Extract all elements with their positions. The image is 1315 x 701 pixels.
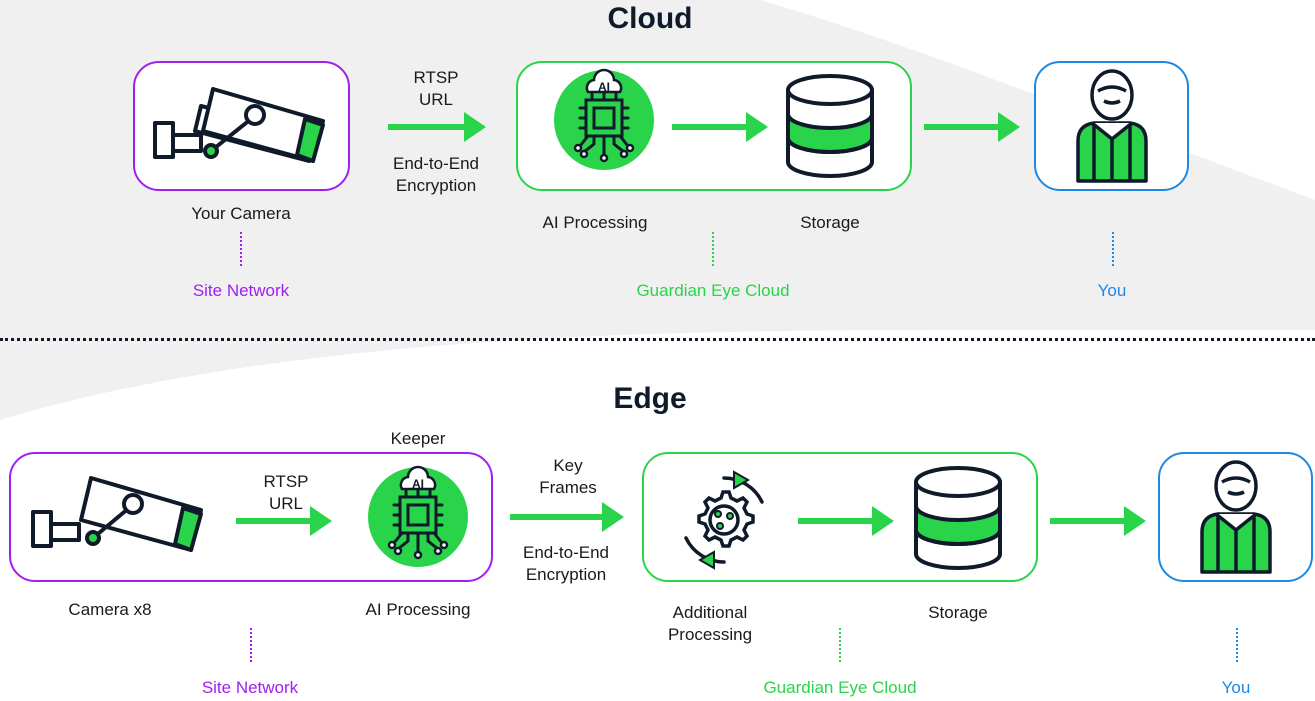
edge-you-box	[1158, 452, 1313, 582]
cloud-you-label: You	[1097, 281, 1127, 300]
section-divider	[0, 338, 1315, 341]
edge-arrow-1	[236, 506, 332, 536]
cloud-guardian-connector	[712, 232, 714, 266]
database-storage-icon	[786, 74, 874, 178]
edge-you-connector	[1236, 628, 1238, 662]
cloud-camera-box	[133, 61, 350, 191]
cloud-storage-label: Storage	[800, 213, 860, 232]
cloud-arrow-1	[388, 112, 486, 142]
edge-storage-label: Storage	[928, 603, 988, 622]
cloud-camera-label: Your Camera	[191, 204, 291, 223]
cloud-guardian-label: Guardian Eye Cloud	[636, 281, 790, 300]
edge-camera-label: Camera x8	[68, 600, 152, 619]
edge-keeper-label: Keeper	[390, 429, 446, 448]
security-camera-icon	[153, 87, 325, 163]
cloud-arrow-3	[924, 112, 1020, 142]
cloud-site-network-label: Site Network	[192, 281, 290, 300]
edge-additional-label: Additional Processing	[667, 603, 753, 644]
user-icon	[1200, 460, 1272, 574]
edge-ai-label: AI Processing	[365, 600, 471, 619]
edge-encryption-label: End-to-End Encryption	[523, 543, 609, 584]
edge-arrow-4	[1050, 506, 1146, 536]
cloud-you-box	[1034, 61, 1189, 191]
gear-refresh-icon	[684, 470, 764, 570]
database-storage-icon	[914, 466, 1002, 570]
edge-guardian-label: Guardian Eye Cloud	[763, 678, 917, 697]
edge-rtsp-label: RTSP URL	[263, 472, 309, 513]
edge-guardian-connector	[839, 628, 841, 662]
cloud-you-connector	[1112, 232, 1114, 266]
cloud-encryption-label: End-to-End Encryption	[393, 154, 479, 195]
edge-site-network-label: Site Network	[201, 678, 299, 697]
cloud-ai-label: AI Processing	[542, 213, 648, 232]
edge-keyframes-label: Key Frames	[539, 456, 597, 497]
edge-title: Edge	[613, 382, 687, 415]
cloud-title: Cloud	[607, 2, 693, 35]
user-icon	[1076, 69, 1148, 183]
cloud-site-network-connector	[240, 232, 242, 266]
cloud-arrow-2	[672, 112, 768, 142]
edge-ai-chip-text: AI	[412, 477, 424, 491]
ai-chip-text: AI	[598, 80, 610, 94]
edge-arrow-2	[510, 502, 624, 532]
edge-site-network-connector	[250, 628, 252, 662]
security-camera-icon	[31, 476, 203, 552]
edge-arrow-3	[798, 506, 894, 536]
edge-you-label: You	[1221, 678, 1251, 697]
ai-chip-icon	[368, 465, 468, 567]
ai-chip-icon	[554, 68, 654, 170]
cloud-rtsp-label: RTSP URL	[413, 68, 459, 109]
